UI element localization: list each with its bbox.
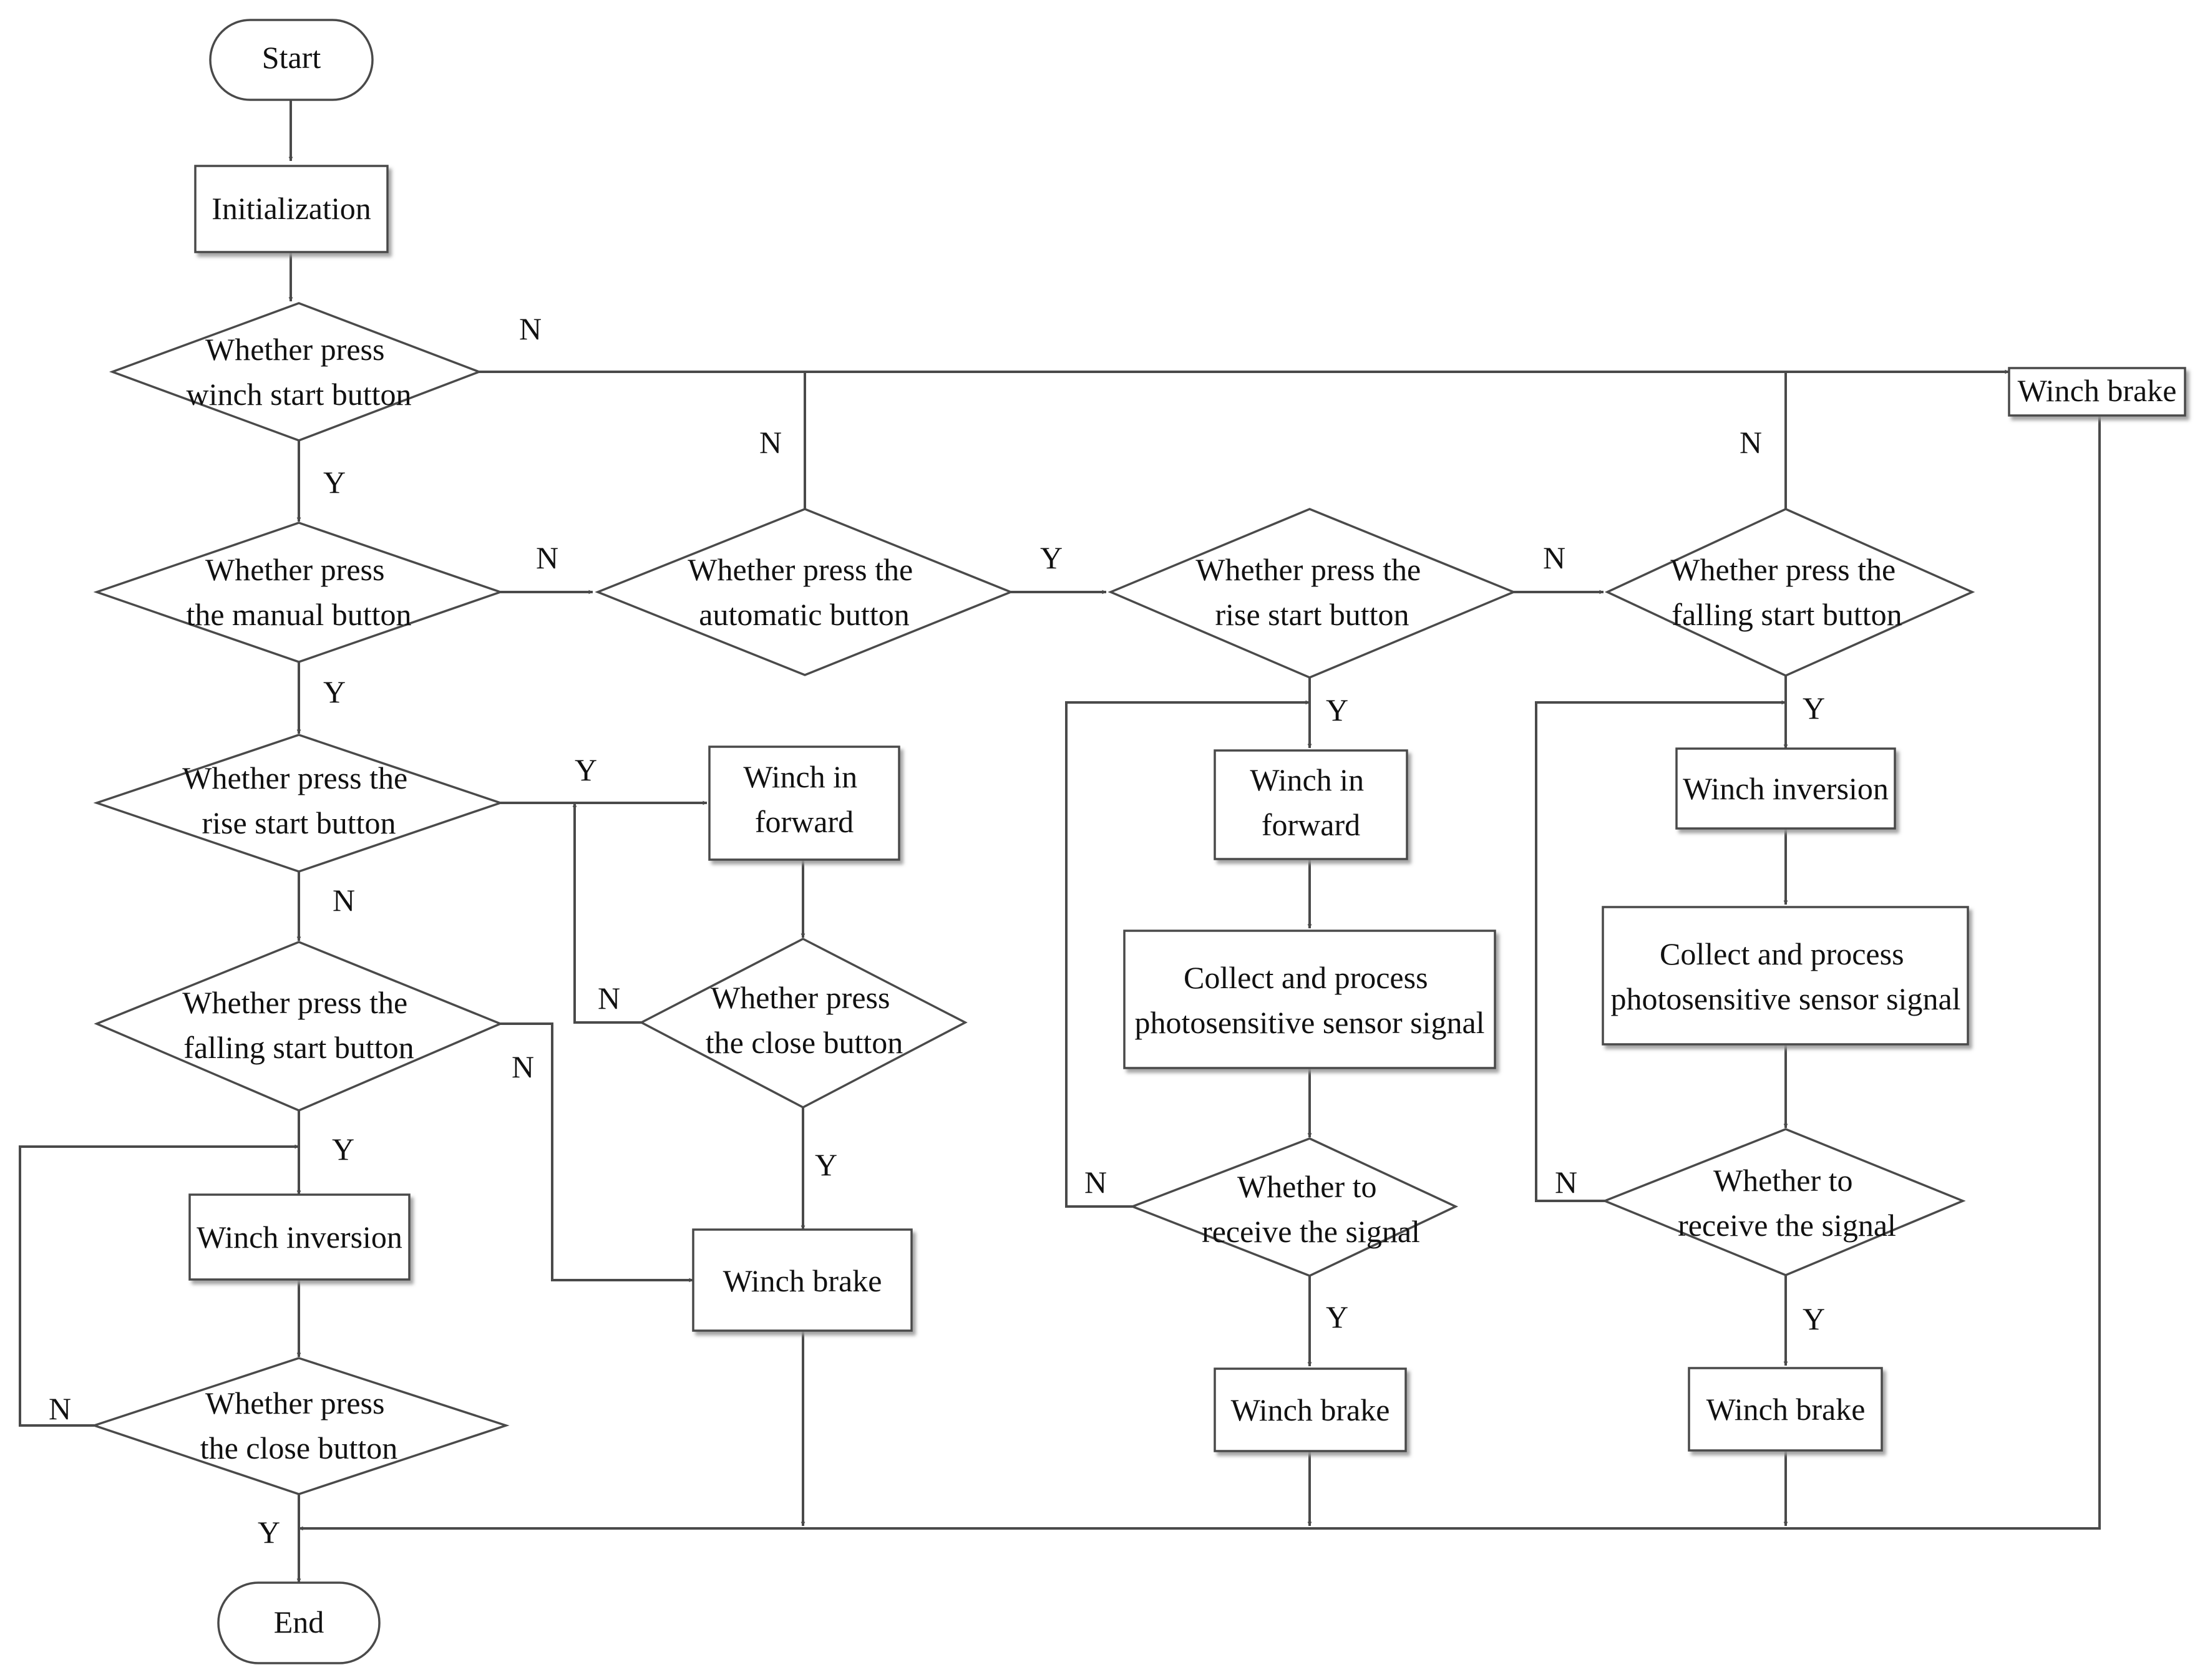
svg-text:Winch brake: Winch brake bbox=[1706, 1392, 1866, 1427]
end-label: End bbox=[274, 1605, 324, 1639]
svg-text:Whether press the automa: Whether press the automatic button bbox=[688, 552, 920, 632]
svg-text:Whether press the close: Whether press the close button bbox=[706, 980, 903, 1060]
decision-manual-fall: Whether press the falling start button bbox=[94, 941, 504, 1112]
decision-signal-1: Whether to receive the signal bbox=[1129, 1137, 1459, 1277]
label-no: N bbox=[519, 311, 542, 346]
edge-closeinv-loop bbox=[19, 1144, 299, 1427]
label-no: N bbox=[1555, 1165, 1577, 1200]
connectors bbox=[19, 100, 2101, 1583]
label-yes: Y bbox=[1803, 691, 1825, 726]
start-label: Start bbox=[262, 40, 321, 75]
edge-close-loop bbox=[572, 802, 641, 1024]
decision-manual-close-inversion: Whether press the close button bbox=[90, 1357, 510, 1495]
manual-winch-brake-box: Winch brake bbox=[692, 1228, 913, 1332]
svg-text:Winch brake: Winch brake bbox=[2018, 373, 2177, 408]
decision-automatic: Whether press the automatic button bbox=[595, 508, 1014, 676]
label-yes: Y bbox=[332, 1132, 354, 1167]
svg-text:Winch inversion: Winch inversion bbox=[1683, 771, 1889, 806]
label-yes: Y bbox=[1326, 1299, 1348, 1334]
manual-winch-inversion-box: Winch inversion bbox=[188, 1193, 411, 1281]
decision-manual-close-forward: Whether press the close button bbox=[639, 938, 968, 1109]
label-no: N bbox=[1084, 1165, 1107, 1200]
label-no: N bbox=[512, 1049, 534, 1084]
label-yes: Y bbox=[323, 674, 346, 709]
label-no: N bbox=[536, 540, 558, 575]
svg-text:Whether press the rise s: Whether press the rise start button bbox=[1195, 552, 1428, 632]
label-yes: Y bbox=[258, 1515, 280, 1550]
svg-text:Initialization: Initialization bbox=[212, 191, 371, 226]
decision-manual: Whether press the manual button bbox=[93, 522, 504, 663]
label-no: N bbox=[598, 981, 620, 1016]
auto-winch-forward-box: Winch in forward bbox=[1214, 749, 1408, 860]
edge-signal2-loop bbox=[1535, 700, 1786, 1202]
svg-text:Winch in forward: Winch in forward bbox=[1250, 762, 1371, 842]
auto-winch-brake-box-2: Winch brake bbox=[1688, 1367, 1883, 1452]
label-yes: Y bbox=[323, 465, 346, 500]
label-yes: Y bbox=[1803, 1301, 1825, 1336]
edge-topbrake-bottom bbox=[298, 415, 2101, 1531]
decision-winch-start: Whether press winch start button bbox=[109, 302, 482, 442]
svg-text:Whether to receive the s: Whether to receive the signal bbox=[1678, 1163, 1896, 1243]
auto-winch-inversion-box: Winch inversion bbox=[1675, 747, 1896, 830]
manual-winch-forward-box: Winch in forward bbox=[708, 745, 900, 861]
svg-text:Winch inversion: Winch inversion bbox=[197, 1220, 402, 1255]
svg-text:Whether press the fallin: Whether press the falling start button bbox=[1670, 552, 1903, 632]
edge-signal1-loop bbox=[1065, 700, 1310, 1208]
edge-manfall-manbrake bbox=[500, 1022, 694, 1283]
auto-collect-box-1: Collect and process photosensitive senso… bbox=[1123, 930, 1496, 1069]
label-yes: Y bbox=[575, 752, 597, 787]
label-no: N bbox=[333, 883, 355, 918]
decision-auto-rise: Whether press the rise start button bbox=[1107, 508, 1517, 679]
label-yes: Y bbox=[815, 1147, 837, 1182]
auto-winch-brake-box-1: Winch brake bbox=[1214, 1367, 1407, 1452]
svg-text:Whether press the close: Whether press the close button bbox=[200, 1386, 398, 1465]
label-yes: Y bbox=[1040, 540, 1063, 575]
auto-collect-box-2: Collect and process photosensitive senso… bbox=[1602, 906, 1969, 1046]
svg-text:Whether press the manual: Whether press the manual button bbox=[186, 552, 411, 632]
label-no: N bbox=[759, 425, 782, 460]
decision-manual-rise: Whether press the rise start button bbox=[93, 734, 504, 873]
edge-labels: N Y N N N Y N Y Y Y Y N N N Y Y N N Y Y … bbox=[49, 311, 1825, 1550]
svg-text:Winch brake: Winch brake bbox=[723, 1263, 882, 1298]
svg-text:Collect and process phot: Collect and process photosensitive senso… bbox=[1134, 960, 1484, 1040]
svg-text:Whether to receive the s: Whether to receive the signal bbox=[1202, 1169, 1420, 1249]
svg-text:Whether press winch star: Whether press winch start button bbox=[186, 332, 411, 412]
end-terminal: End bbox=[217, 1581, 381, 1664]
start-terminal: Start bbox=[209, 19, 374, 101]
svg-text:Whether press the rise s: Whether press the rise start button bbox=[182, 760, 415, 840]
label-no: N bbox=[1543, 540, 1565, 575]
decision-auto-fall: Whether press the falling start button bbox=[1604, 508, 1975, 677]
svg-text:Collect and process phot: Collect and process photosensitive senso… bbox=[1610, 936, 1960, 1016]
svg-text:Winch in forward: Winch in forward bbox=[743, 759, 865, 839]
winch-brake-top-box: Winch brake bbox=[2008, 367, 2186, 417]
svg-text:Whether press the fallin: Whether press the falling start button bbox=[182, 985, 415, 1065]
label-yes: Y bbox=[1326, 692, 1348, 727]
initialization-box: Initialization bbox=[194, 165, 389, 253]
label-no: N bbox=[1740, 425, 1762, 460]
label-no: N bbox=[49, 1391, 71, 1426]
decision-signal-2: Whether to receive the signal bbox=[1602, 1128, 1966, 1276]
svg-text:Winch brake: Winch brake bbox=[1231, 1392, 1390, 1427]
